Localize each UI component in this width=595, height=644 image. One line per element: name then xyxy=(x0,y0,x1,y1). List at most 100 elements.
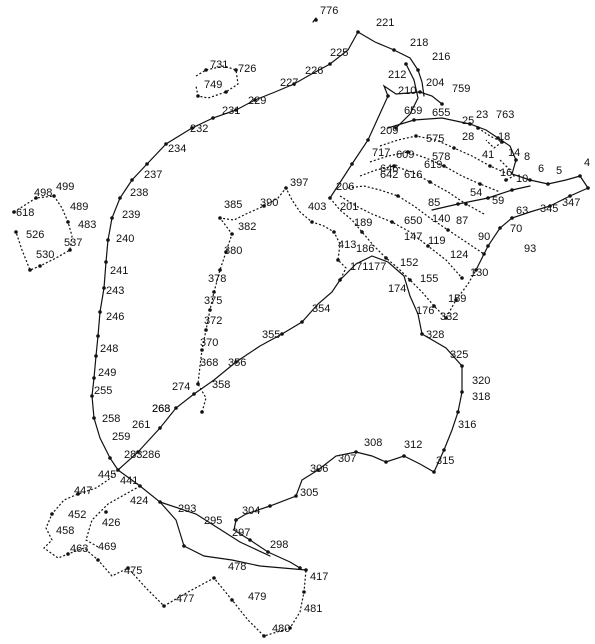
node-label: 618 xyxy=(16,207,34,219)
node-label: 469 xyxy=(98,541,116,553)
node-dot xyxy=(262,634,266,638)
node-dot xyxy=(230,232,234,236)
node-dot xyxy=(108,456,112,460)
node-label: 413 xyxy=(338,239,356,251)
node-dot xyxy=(130,178,134,182)
node-dot xyxy=(386,94,390,98)
node-label: 325 xyxy=(450,349,468,361)
node-label: 226 xyxy=(305,65,323,77)
node-dot xyxy=(52,194,56,198)
node-label: 238 xyxy=(130,187,148,199)
node-label: 186 xyxy=(356,243,374,255)
node-label: 345 xyxy=(540,203,558,215)
node-dot xyxy=(138,484,142,488)
node-label: 477 xyxy=(176,593,194,605)
node-dot xyxy=(428,180,432,184)
node-label: 23 xyxy=(476,109,488,121)
node-label: 293 xyxy=(178,503,196,515)
node-dot xyxy=(212,290,216,294)
node-dot xyxy=(510,216,514,220)
node-label: 304 xyxy=(242,505,260,517)
node-dot xyxy=(104,510,108,514)
node-label: 25 xyxy=(462,115,474,127)
node-label: 447 xyxy=(74,485,92,497)
node-label: 385 xyxy=(224,199,242,211)
node-label: 229 xyxy=(248,95,266,107)
node-label: 87 xyxy=(456,215,468,227)
node-label: 204 xyxy=(426,77,444,89)
node-label: 489 xyxy=(70,201,88,213)
node-dot xyxy=(460,364,464,368)
node-label: 176 xyxy=(416,305,434,317)
node-dot xyxy=(452,146,456,150)
node-dot xyxy=(412,118,416,122)
node-label: 312 xyxy=(404,439,422,451)
node-label: 397 xyxy=(290,177,308,189)
node-dot xyxy=(366,138,370,142)
node-label: 332 xyxy=(440,311,458,323)
node-label: 152 xyxy=(400,257,418,269)
node-dot xyxy=(298,566,302,570)
node-dot xyxy=(328,62,332,66)
node-label: 370 xyxy=(200,337,218,349)
node-label: 445 xyxy=(98,469,116,481)
node-dot xyxy=(442,164,446,168)
node-label: 249 xyxy=(98,367,116,379)
node-label: 159 xyxy=(448,293,466,305)
node-label: 382 xyxy=(238,221,256,233)
node-label: 328 xyxy=(426,329,444,341)
node-dot xyxy=(418,90,422,94)
node-label: 286 xyxy=(142,449,160,461)
node-label: 481 xyxy=(304,603,322,615)
node-dot xyxy=(211,116,215,120)
node-label: 655 xyxy=(432,107,450,119)
node-label: 85 xyxy=(428,197,440,209)
node-label: 356 xyxy=(228,357,246,369)
node-dot xyxy=(338,278,342,282)
node-label: 578 xyxy=(432,151,450,163)
node-label: 140 xyxy=(432,213,450,225)
node-dot xyxy=(384,460,388,464)
node-label: 59 xyxy=(492,195,504,207)
node-label: 480 xyxy=(272,623,290,635)
node-label: 380 xyxy=(224,245,242,257)
node-label: 726 xyxy=(238,63,256,75)
node-dot xyxy=(212,576,216,580)
node-label: 221 xyxy=(376,17,394,29)
node-dot xyxy=(66,220,70,224)
node-dot xyxy=(268,504,272,508)
node-dot xyxy=(192,392,196,396)
node-dot xyxy=(478,182,482,186)
node-dot xyxy=(218,268,222,272)
node-dot xyxy=(182,544,186,548)
node-dot xyxy=(460,390,464,394)
node-label: 225 xyxy=(330,47,348,59)
node-dot xyxy=(328,196,332,200)
node-dot xyxy=(50,512,54,516)
node-dot xyxy=(196,94,200,98)
node-dot xyxy=(234,518,238,522)
node-dot xyxy=(110,216,114,220)
node-label: 463 xyxy=(70,543,88,555)
node-label: 650 xyxy=(404,215,422,227)
node-dot xyxy=(408,278,412,282)
node-dot xyxy=(284,186,288,190)
node-label: 231 xyxy=(222,105,240,117)
node-label: 659 xyxy=(404,105,422,117)
node-dot xyxy=(486,196,490,200)
node-dot xyxy=(224,90,228,94)
node-label: 174 xyxy=(388,283,406,295)
node-label: 307 xyxy=(338,453,356,465)
node-label: 530 xyxy=(36,249,54,261)
node-label: 246 xyxy=(106,311,124,323)
node-dot xyxy=(482,252,486,256)
node-label: 206 xyxy=(336,181,354,193)
node-label: 403 xyxy=(308,201,326,213)
node-dot xyxy=(145,162,149,166)
node-dot xyxy=(456,410,460,414)
node-label: 248 xyxy=(100,343,118,355)
node-dot xyxy=(96,558,100,562)
edge-path xyxy=(118,280,340,470)
node-label: 354 xyxy=(312,303,330,315)
